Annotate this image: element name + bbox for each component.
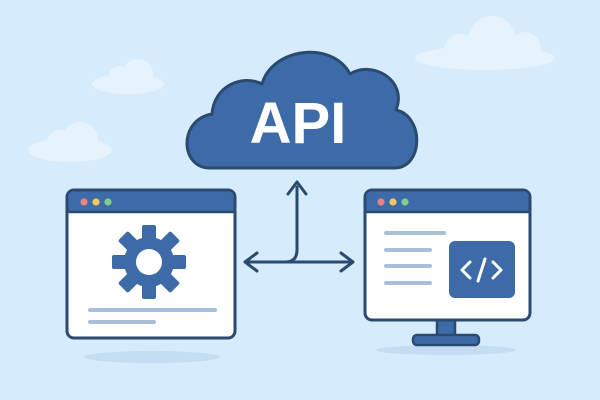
monitor-text-line-2 [384, 248, 432, 252]
gear-tooth [142, 283, 156, 299]
decorative-cloud-center [92, 59, 164, 94]
monitor-icon [363, 188, 532, 355]
monitor-dot-green [401, 198, 409, 206]
monitor-text-line-4 [384, 281, 432, 285]
gear-tooth [142, 225, 156, 241]
arrow-right-head [339, 251, 355, 273]
window-dot-yellow [92, 198, 100, 206]
gear-icon [112, 225, 186, 299]
settings-window-titlebar [68, 191, 234, 212]
monitor-text-line-3 [384, 264, 432, 268]
settings-text-line-2 [88, 320, 156, 324]
settings-window [65, 188, 237, 340]
monitor-stand-base [411, 333, 481, 347]
settings-text-line-1 [88, 308, 217, 312]
monitor-titlebar [366, 191, 529, 212]
decorative-cloud-left [28, 122, 112, 162]
monitor-shadow [376, 345, 516, 355]
cloud-icon [185, 50, 419, 170]
window-dot-green [104, 198, 112, 206]
gear-tooth [170, 255, 186, 269]
bidirectional-arrows-icon [243, 180, 355, 273]
code-brackets-icon [449, 241, 515, 298]
arrow-left-head [243, 251, 259, 273]
arrow-up-head [286, 180, 308, 196]
monitor-dot-yellow [389, 198, 397, 206]
decorative-cloud-right [415, 16, 555, 70]
api-label: API [250, 91, 347, 156]
window-dot-red [80, 198, 88, 206]
left-window-shadow [84, 351, 220, 363]
monitor-dot-red [377, 198, 385, 206]
gear-tooth [112, 255, 128, 269]
api-cloud: API [185, 50, 419, 170]
monitor-text-line-1 [384, 231, 446, 235]
